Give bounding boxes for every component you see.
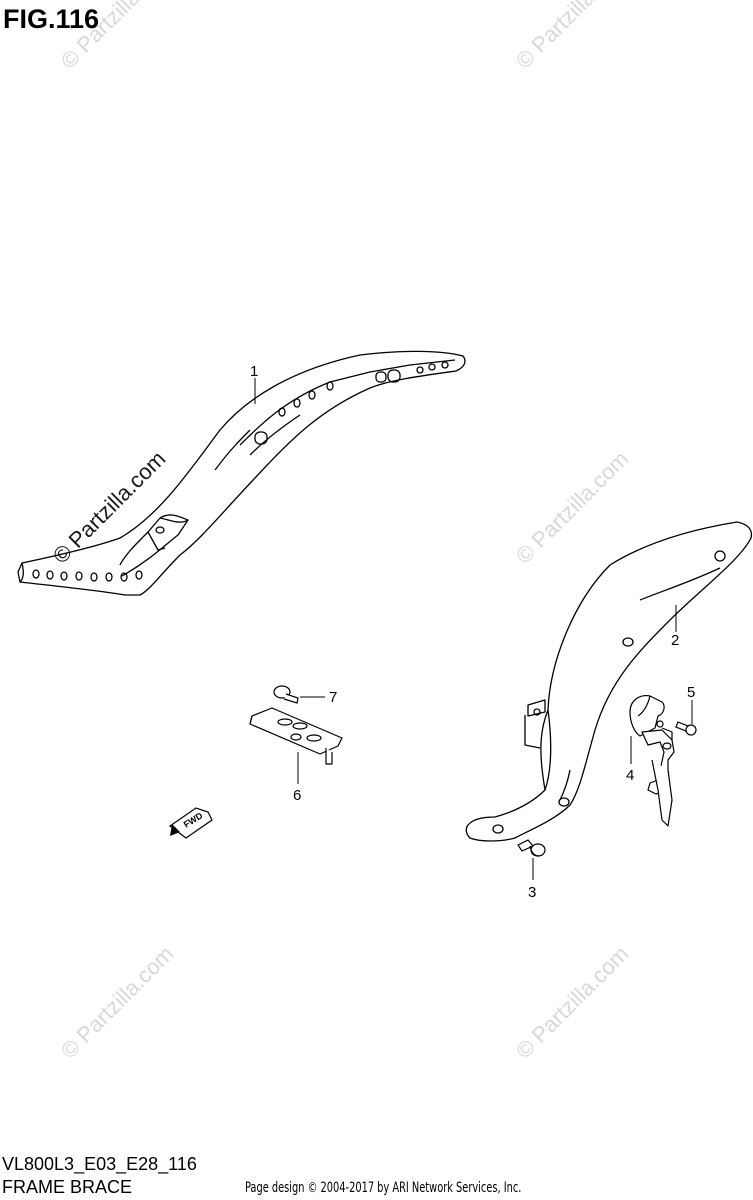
watermark-bottom-left: © Partzilla.com — [56, 941, 179, 1064]
callout-1[interactable]: 1 — [250, 363, 258, 380]
figure-title: FIG.116 — [3, 4, 100, 34]
figure-description: FRAME BRACE — [2, 1177, 133, 1197]
part-7-screw[interactable] — [273, 685, 299, 704]
watermark-top-right: © Partzilla.com — [511, 0, 634, 74]
footer-copyright: Page design © 2004-2017 by ARI Network S… — [245, 1180, 522, 1196]
part-1-frame-brace-left[interactable] — [17, 350, 466, 596]
watermarks: © Partzilla.com © Partzilla.com © Partzi… — [48, 0, 634, 1064]
part-1-mounting-holes — [32, 361, 449, 582]
watermark-main: © Partzilla.com — [48, 446, 171, 569]
leader-lines — [254, 378, 693, 880]
callout-4[interactable]: 4 — [626, 767, 634, 784]
part-5-screw[interactable] — [675, 721, 697, 736]
callout-6[interactable]: 6 — [293, 787, 301, 804]
callout-3[interactable]: 3 — [528, 884, 536, 901]
fwd-direction-arrow: FWD — [168, 807, 213, 839]
callout-2[interactable]: 2 — [671, 632, 679, 649]
watermark-bottom-right: © Partzilla.com — [511, 941, 634, 1064]
part-4-clamp[interactable] — [629, 695, 675, 827]
watermark-mid-right: © Partzilla.com — [511, 446, 634, 569]
callout-5[interactable]: 5 — [687, 684, 695, 701]
part-2-frame-brace-right[interactable] — [465, 521, 753, 842]
part-3-bolt[interactable] — [517, 839, 546, 857]
watermark-top-left: © Partzilla.com — [56, 0, 179, 74]
part-6-plate[interactable] — [249, 707, 343, 765]
model-code: VL800L3_E03_E28_116 — [2, 1154, 197, 1174]
callout-7[interactable]: 7 — [329, 689, 337, 706]
